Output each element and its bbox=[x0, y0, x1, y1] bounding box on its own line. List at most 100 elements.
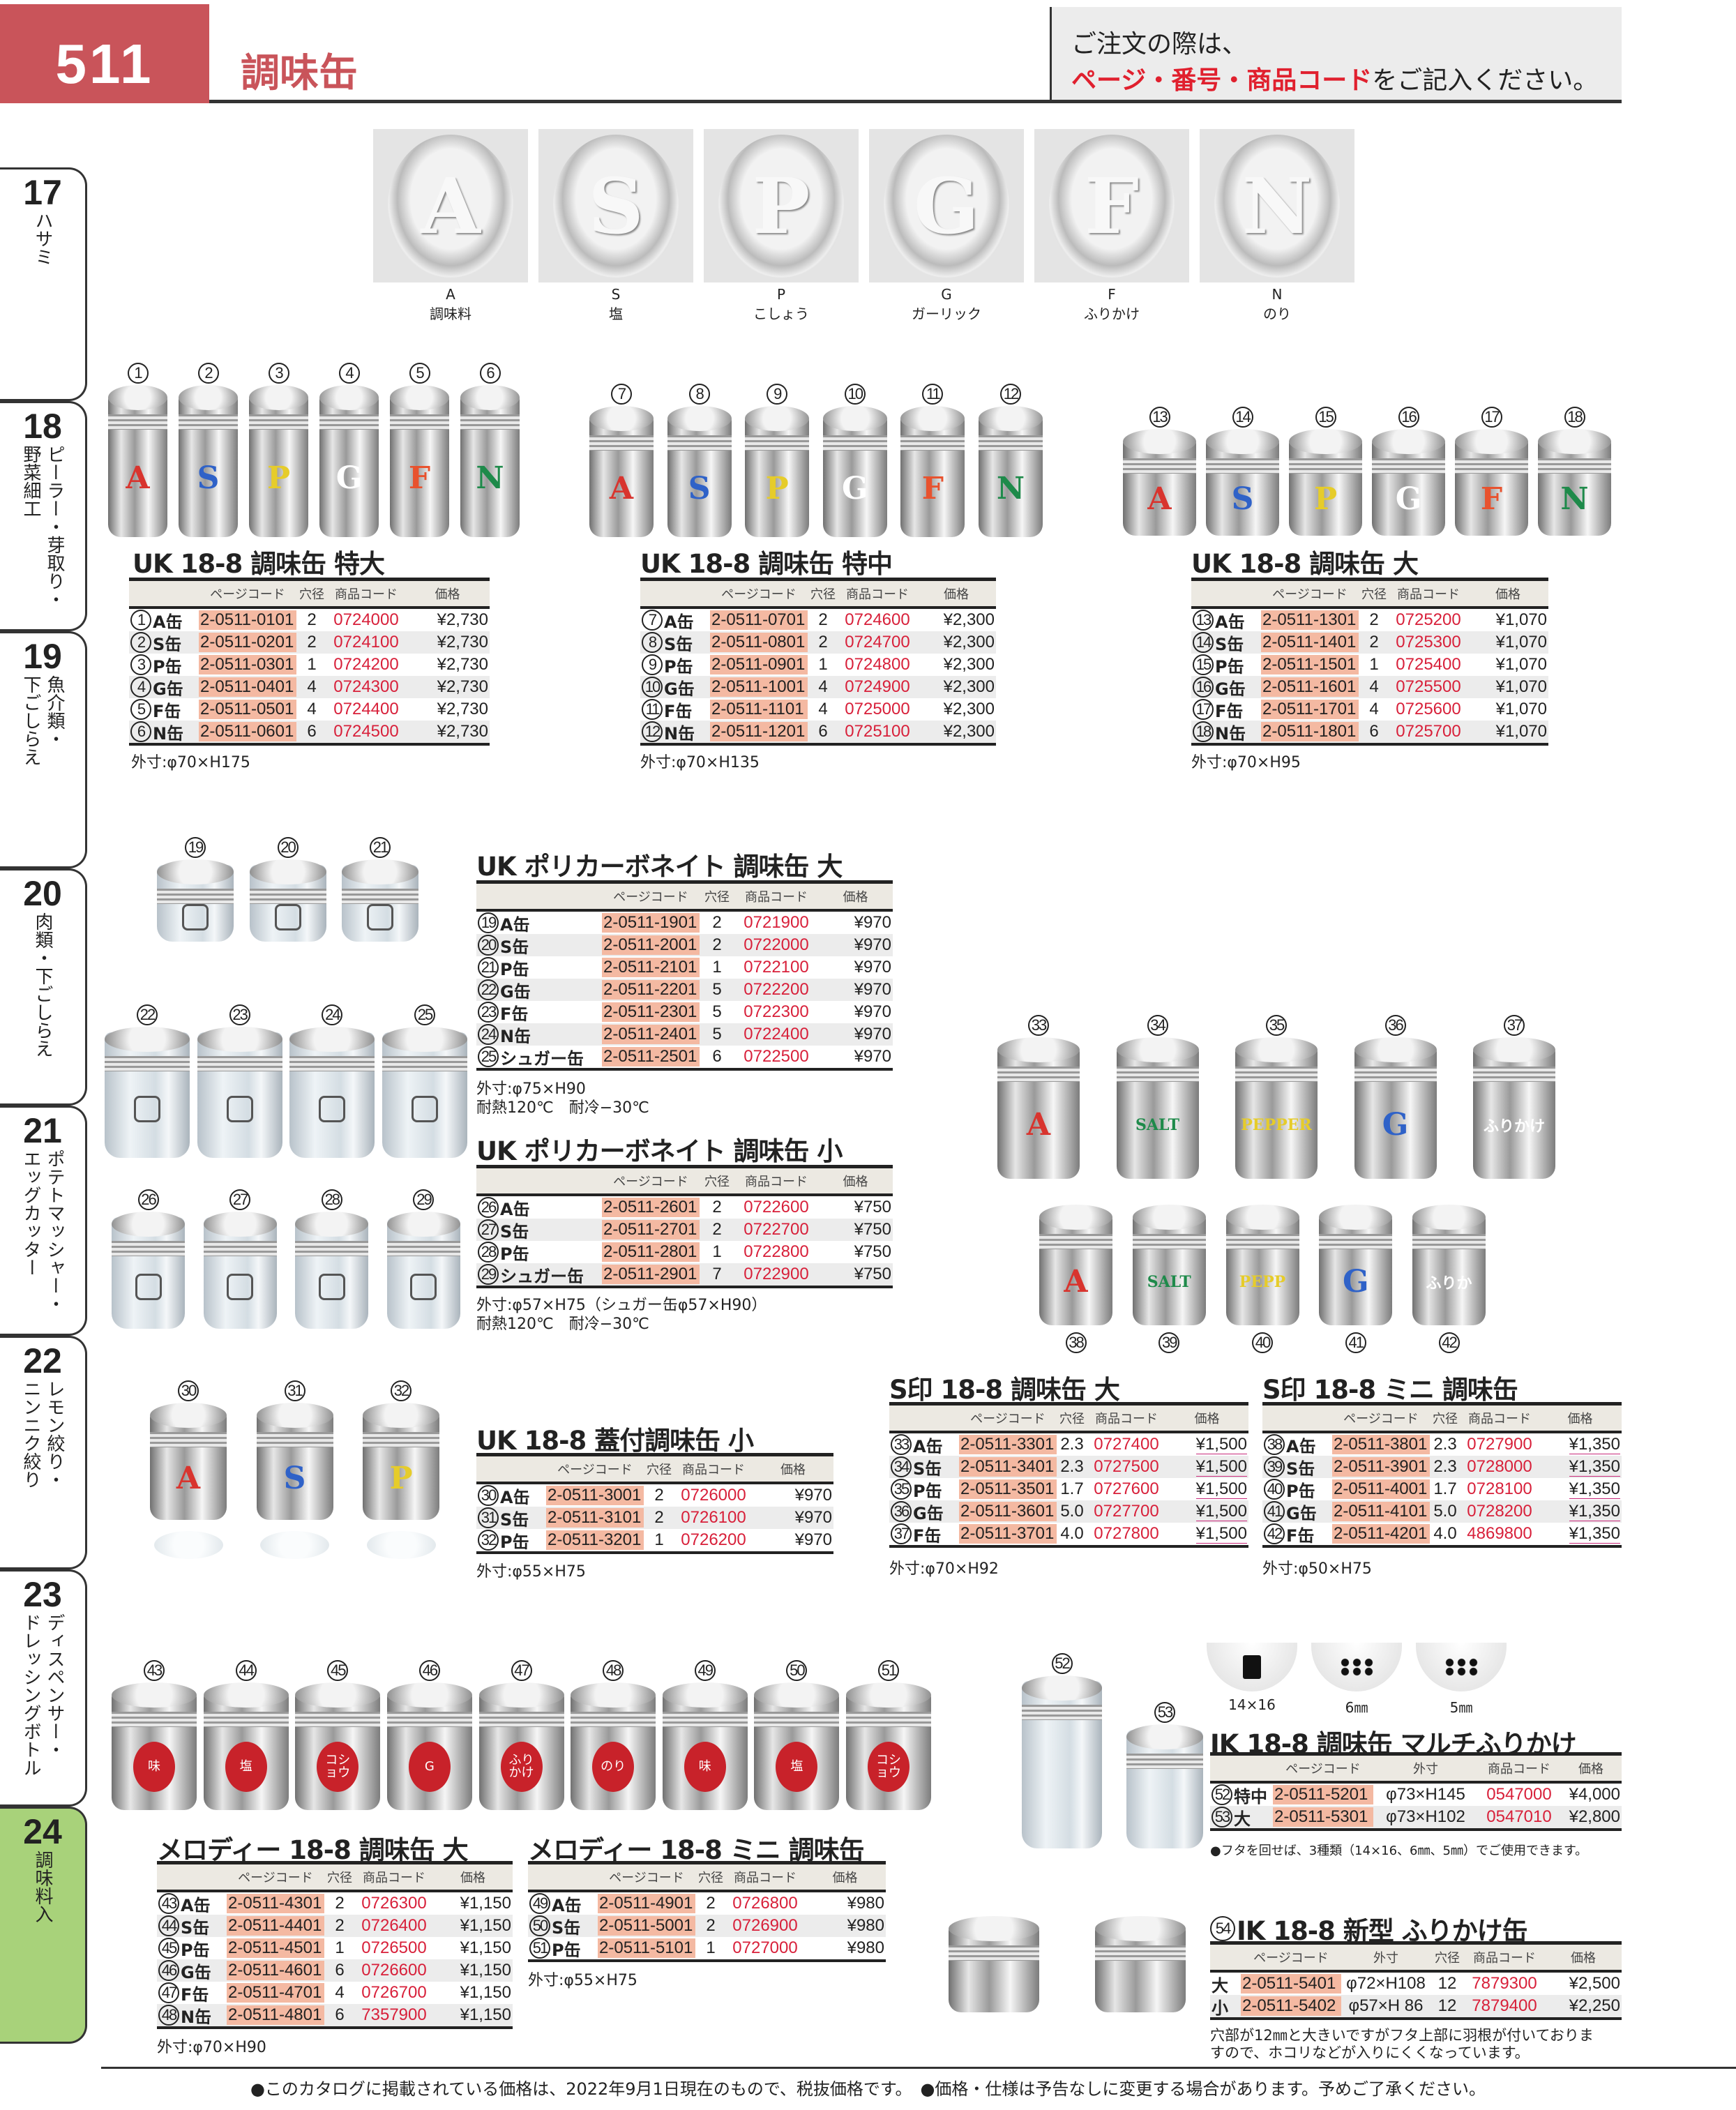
product-code-cell[interactable]: 0725200 bbox=[1396, 610, 1461, 629]
page-code-cell[interactable]: 2-0511-0201 bbox=[199, 633, 296, 652]
page-code-cell[interactable]: 2-0511-0401 bbox=[199, 677, 296, 697]
product-code-cell[interactable]: 0728000 bbox=[1467, 1457, 1532, 1476]
product-code-cell[interactable]: 0727800 bbox=[1094, 1524, 1159, 1543]
product-code-cell[interactable]: 0726700 bbox=[361, 1983, 427, 2002]
product-code-cell[interactable]: 0725700 bbox=[1396, 722, 1461, 741]
page-code-cell[interactable]: 2-0511-5201 bbox=[1273, 1785, 1373, 1804]
page-code-cell[interactable]: 2-0511-1601 bbox=[1261, 677, 1359, 697]
page-code-cell[interactable]: 2-0511-0901 bbox=[710, 655, 808, 675]
product-code-cell[interactable]: 0725000 bbox=[845, 700, 910, 718]
page-code-cell[interactable]: 2-0511-4701 bbox=[227, 1983, 324, 2003]
product-code-cell[interactable]: 0724100 bbox=[333, 633, 399, 651]
product-code-cell[interactable]: 0724900 bbox=[845, 677, 910, 696]
product-code-cell[interactable]: 0727400 bbox=[1094, 1435, 1159, 1454]
page-code-cell[interactable]: 2-0511-3801 bbox=[1332, 1435, 1430, 1454]
product-code-cell[interactable]: 0726900 bbox=[732, 1916, 798, 1935]
page-code-cell[interactable]: 2-0511-4301 bbox=[227, 1894, 324, 1913]
product-code-cell[interactable]: 0727500 bbox=[1094, 1457, 1159, 1476]
page-code-cell[interactable]: 2-0511-4601 bbox=[227, 1961, 324, 1980]
page-code-cell[interactable]: 2-0511-4001 bbox=[1332, 1479, 1430, 1499]
product-code-cell[interactable]: 0726800 bbox=[732, 1894, 798, 1913]
product-code-cell[interactable]: 0725600 bbox=[1396, 700, 1461, 718]
product-code-cell[interactable]: 0722500 bbox=[744, 1047, 809, 1066]
product-code-cell[interactable]: 0724500 bbox=[333, 722, 399, 741]
product-code-cell[interactable]: 0722200 bbox=[744, 980, 809, 999]
product-code-cell[interactable]: 0724300 bbox=[333, 677, 399, 696]
page-code-cell[interactable]: 2-0511-1201 bbox=[710, 722, 808, 741]
product-code-cell[interactable]: 7357900 bbox=[361, 2005, 427, 2024]
product-code-cell[interactable]: 0722800 bbox=[744, 1242, 809, 1261]
product-code-cell[interactable]: 0722700 bbox=[744, 1220, 809, 1239]
page-code-cell[interactable]: 2-0511-3701 bbox=[959, 1524, 1057, 1544]
page-code-cell[interactable]: 2-0511-2801 bbox=[602, 1242, 700, 1262]
product-code-cell[interactable]: 0725400 bbox=[1396, 655, 1461, 674]
product-code-cell[interactable]: 0725500 bbox=[1396, 677, 1461, 696]
page-code-cell[interactable]: 2-0511-1101 bbox=[710, 700, 808, 719]
page-code-cell[interactable]: 2-0511-3201 bbox=[546, 1530, 644, 1550]
page-code-cell[interactable]: 2-0511-0701 bbox=[710, 610, 808, 630]
page-code-cell[interactable]: 2-0511-2101 bbox=[602, 958, 700, 977]
page-code-cell[interactable]: 2-0511-3301 bbox=[959, 1435, 1057, 1454]
page-code-cell[interactable]: 2-0511-3501 bbox=[959, 1479, 1057, 1499]
page-code-cell[interactable]: 2-0511-1401 bbox=[1261, 633, 1359, 652]
product-code-cell[interactable]: 0721900 bbox=[744, 913, 809, 932]
page-code-cell[interactable]: 2-0511-1301 bbox=[1261, 610, 1359, 630]
product-code-cell[interactable]: 0727000 bbox=[732, 1938, 798, 1957]
page-code-cell[interactable]: 2-0511-4401 bbox=[227, 1916, 324, 1936]
product-code-cell[interactable]: 0726100 bbox=[681, 1508, 746, 1527]
page-code-cell[interactable]: 2-0511-2401 bbox=[602, 1025, 700, 1044]
page-code-cell[interactable]: 2-0511-1901 bbox=[602, 913, 700, 933]
product-code-cell[interactable]: 0547010 bbox=[1486, 1807, 1552, 1826]
page-code-cell[interactable]: 2-0511-2201 bbox=[602, 980, 700, 1000]
page-code-cell[interactable]: 2-0511-4101 bbox=[1332, 1502, 1430, 1521]
page-code-cell[interactable]: 2-0511-4501 bbox=[227, 1938, 324, 1958]
page-code-cell[interactable]: 2-0511-3601 bbox=[959, 1502, 1057, 1521]
page-code-cell[interactable]: 2-0511-0601 bbox=[199, 722, 296, 741]
product-code-cell[interactable]: 0724400 bbox=[333, 700, 399, 718]
page-code-cell[interactable]: 2-0511-4801 bbox=[227, 2005, 324, 2025]
product-code-cell[interactable]: 0724600 bbox=[845, 610, 910, 629]
page-code-cell[interactable]: 2-0511-2001 bbox=[602, 935, 700, 955]
product-code-cell[interactable]: 0726600 bbox=[361, 1961, 427, 1980]
product-code-cell[interactable]: 0725100 bbox=[845, 722, 910, 741]
product-code-cell[interactable]: 0726300 bbox=[361, 1894, 427, 1913]
product-code-cell[interactable]: 0725300 bbox=[1396, 633, 1461, 651]
page-code-cell[interactable]: 2-0511-0301 bbox=[199, 655, 296, 675]
page-code-cell[interactable]: 2-0511-0501 bbox=[199, 700, 296, 719]
page-code-cell[interactable]: 2-0511-5301 bbox=[1273, 1807, 1373, 1827]
product-code-cell[interactable]: 0724700 bbox=[845, 633, 910, 651]
product-code-cell[interactable]: 0727700 bbox=[1094, 1502, 1159, 1521]
page-code-cell[interactable]: 2-0511-2501 bbox=[602, 1047, 700, 1067]
product-code-cell[interactable]: 0722600 bbox=[744, 1198, 809, 1216]
product-code-cell[interactable]: 0724800 bbox=[845, 655, 910, 674]
product-code-cell[interactable]: 0726200 bbox=[681, 1530, 746, 1549]
product-code-cell[interactable]: 4869800 bbox=[1467, 1524, 1532, 1543]
page-code-cell[interactable]: 2-0511-4201 bbox=[1332, 1524, 1430, 1544]
product-code-cell[interactable]: 0726000 bbox=[681, 1486, 746, 1505]
page-code-cell[interactable]: 2-0511-2701 bbox=[602, 1220, 700, 1239]
product-code-cell[interactable]: 0728200 bbox=[1467, 1502, 1532, 1521]
page-code-cell[interactable]: 2-0511-2901 bbox=[602, 1265, 700, 1284]
product-code-cell[interactable]: 0722900 bbox=[744, 1265, 809, 1283]
page-code-cell[interactable]: 2-0511-4901 bbox=[598, 1894, 695, 1913]
product-code-cell[interactable]: 0727600 bbox=[1094, 1479, 1159, 1498]
page-code-cell[interactable]: 2-0511-0101 bbox=[199, 610, 296, 630]
product-code-cell[interactable]: 7879300 bbox=[1472, 1974, 1537, 1993]
product-code-cell[interactable]: 0727900 bbox=[1467, 1435, 1532, 1454]
page-code-cell[interactable]: 2-0511-2601 bbox=[602, 1198, 700, 1217]
page-code-cell[interactable]: 2-0511-5401 bbox=[1241, 1974, 1341, 1994]
page-code-cell[interactable]: 2-0511-5101 bbox=[598, 1938, 695, 1958]
product-code-cell[interactable]: 0722000 bbox=[744, 935, 809, 954]
product-code-cell[interactable]: 0726500 bbox=[361, 1938, 427, 1957]
product-code-cell[interactable]: 0726400 bbox=[361, 1916, 427, 1935]
page-code-cell[interactable]: 2-0511-1801 bbox=[1261, 722, 1359, 741]
product-code-cell[interactable]: 7879400 bbox=[1472, 1996, 1537, 2015]
